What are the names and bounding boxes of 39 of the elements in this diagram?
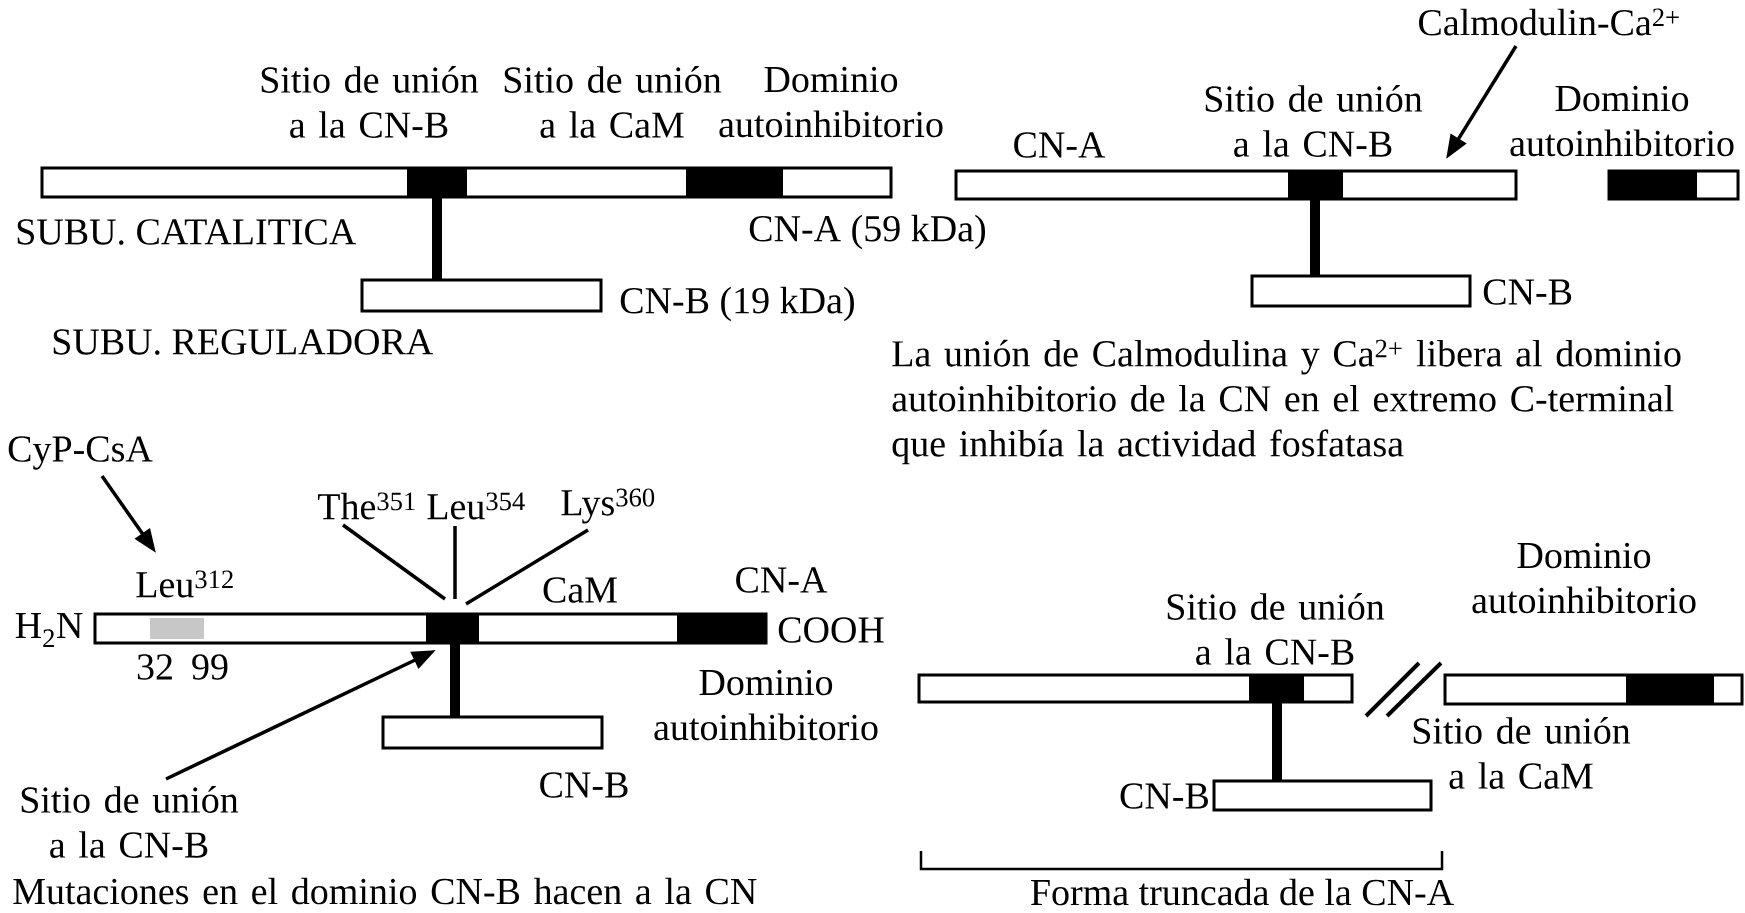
text-label: Leu$^{354}$	[427, 492, 525, 520]
protein-bar	[1443, 673, 1744, 706]
connector-line	[1310, 199, 1320, 276]
text-label: CaM	[543, 577, 617, 603]
text-label: SUBU. CATALITICA	[17, 219, 356, 245]
text-label: COOH	[778, 617, 884, 643]
text-label: Sitio de unión a la CaM	[1413, 717, 1631, 789]
text-label: CN-B	[1120, 783, 1208, 809]
text-label: CN-A (59 kDa)	[749, 214, 985, 250]
leader-line	[453, 526, 457, 599]
leader-line	[342, 523, 447, 601]
protein-bar	[1250, 274, 1472, 308]
leader-line	[465, 528, 589, 606]
text-label: CN-B (19 kDa)	[620, 286, 854, 322]
protein-bar	[360, 278, 603, 313]
protein-bar	[954, 169, 1518, 201]
text-label: H$_{2}$N	[15, 613, 83, 647]
protein-bar	[1607, 169, 1740, 201]
text-label: Dominio autoinhibitorio	[1472, 542, 1696, 614]
text-label: Sitio de unión a la CN-B	[21, 786, 239, 858]
protein-bar	[381, 715, 604, 750]
text-label: CN-B	[1483, 279, 1572, 305]
protein-bar	[40, 166, 893, 199]
caption: Mutaciones en el dominio CN-B hacen a la CN	[13, 877, 757, 905]
protein-bar	[93, 612, 768, 645]
text-label: Calmodulin-Ca$^{2+}$	[1419, 8, 1679, 36]
connector-line	[450, 643, 460, 717]
protein-bar	[917, 673, 1354, 704]
text-label: Dominio autoinhibitorio	[654, 669, 878, 741]
text-label: Lys$^{360}$	[561, 488, 655, 524]
text-label: The$^{351}$	[317, 492, 415, 520]
protein-bar	[1212, 779, 1433, 812]
text-label: CyP-CsA	[8, 436, 153, 470]
text-label: CN-A	[1014, 132, 1106, 158]
connector-line	[432, 197, 442, 280]
text-label: CN-B	[540, 772, 628, 798]
text-label: Leu$^{312}$	[136, 570, 233, 598]
connector-line	[1272, 702, 1282, 781]
text-label: Dominio autoinhibitorio	[1510, 85, 1734, 157]
